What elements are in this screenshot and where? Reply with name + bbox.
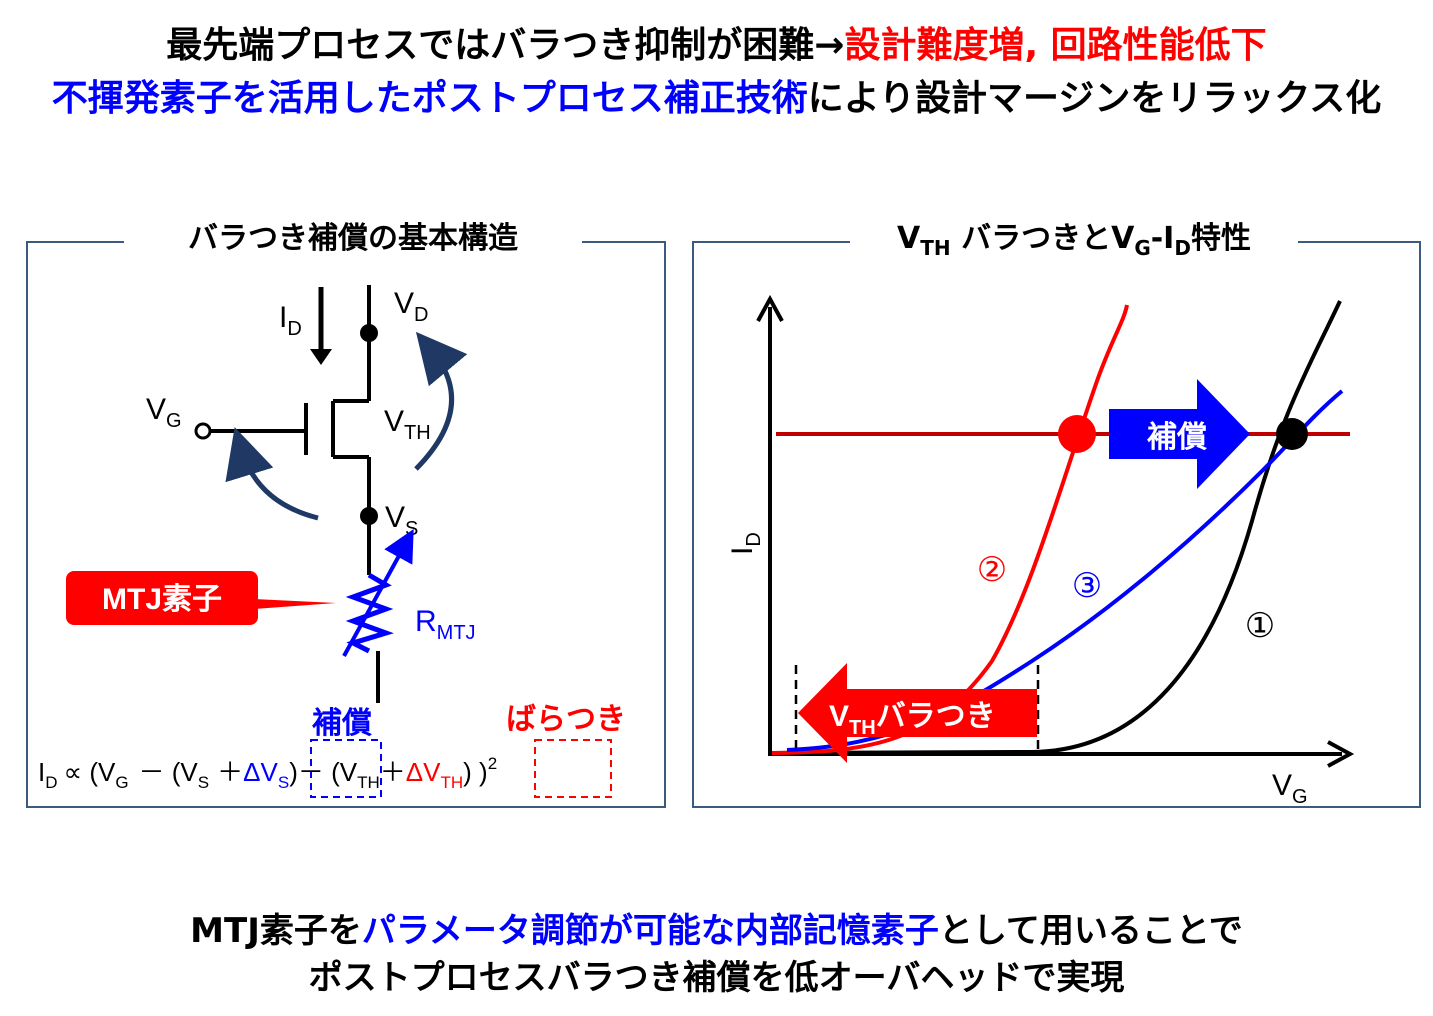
var-label: ばらつき (506, 703, 626, 736)
gate-curved-arrow (225, 427, 319, 521)
vg-id-chart: ID VG 補償 VTHバラつき ② ③ ① (726, 294, 1355, 808)
curve-1-label: ① (1245, 607, 1275, 645)
variation-arrow (798, 663, 1037, 763)
mtj-callout-text: MTJ素子 (102, 583, 222, 616)
id-arrow-head (310, 349, 332, 365)
vth-curved-arrow (414, 331, 468, 471)
dvs-box (310, 739, 382, 798)
variation-arrow-label: VTHバラつき (829, 700, 996, 739)
target-operating-point (1276, 418, 1308, 450)
id-label: ID (279, 301, 302, 340)
drain-node (360, 324, 378, 342)
headline-2-blue: 不揮発素子を活用したポストプロセス補正技術 (51, 78, 808, 119)
vg-label: VG (146, 393, 182, 432)
y-axis-arrowhead (756, 294, 784, 322)
variable-arrow (342, 528, 414, 657)
vs-label: VS (385, 501, 418, 540)
compensation-arrow-label: 補償 (1146, 421, 1207, 454)
headline-2-black: により設計マージンをリラックス化 (807, 78, 1382, 119)
x-axis-label: VG (1272, 769, 1308, 808)
mtj-callout-pointer (254, 599, 336, 609)
left-panel-title: バラつき補償の基本構造 (124, 213, 582, 257)
vth-label: VTH (384, 405, 431, 444)
headline-line-1: 最先端プロセスではバラつき抑制が困難→設計難度増, 回路性能低下 (0, 16, 1433, 68)
rmtj-label: RMTJ (415, 605, 476, 644)
headline-line-2: 不揮発素子を活用したポストプロセス補正技術により設計マージンをリラックス化 (0, 69, 1433, 121)
source-node (360, 507, 378, 525)
right-panel-title: VTH バラつきとVG-ID特性 (850, 213, 1298, 260)
footer-line-2: ポストプロセスバラつき補償を低オーバヘッドで実現 (308, 958, 1125, 998)
curve-1 (771, 300, 1342, 755)
mtj-callout-box (66, 571, 258, 625)
vd-label: VD (394, 287, 428, 326)
footer-line-1: MTJ素子をパラメータ調節が可能な内部記憶素子として用いることで (190, 911, 1243, 951)
gate-terminal (194, 422, 212, 440)
compensation-arrow (1109, 379, 1250, 489)
headline-1-black: 最先端プロセスではバラつき抑制が困難→ (166, 25, 845, 66)
curve-2 (771, 304, 1129, 755)
dvth-box (534, 739, 612, 798)
comp-label: 補償 (311, 707, 372, 740)
y-axis-label: ID (726, 532, 765, 555)
red-operating-point (1058, 415, 1096, 453)
circuit-diagram: ID VD VG VTH VS RMTJ MTJ素子 補償 ばらつき ID∝ (… (38, 285, 626, 798)
curve-3-label: ③ (1072, 567, 1102, 605)
curve-2-label: ② (977, 551, 1007, 589)
x-axis-arrowhead (1327, 740, 1355, 768)
equation: ID∝ (VG－ (VS＋ΔVS)－ (VTH＋ΔVTH) )2 (38, 754, 497, 792)
headline-1-red: 設計難度増, 回路性能低下 (844, 25, 1267, 66)
